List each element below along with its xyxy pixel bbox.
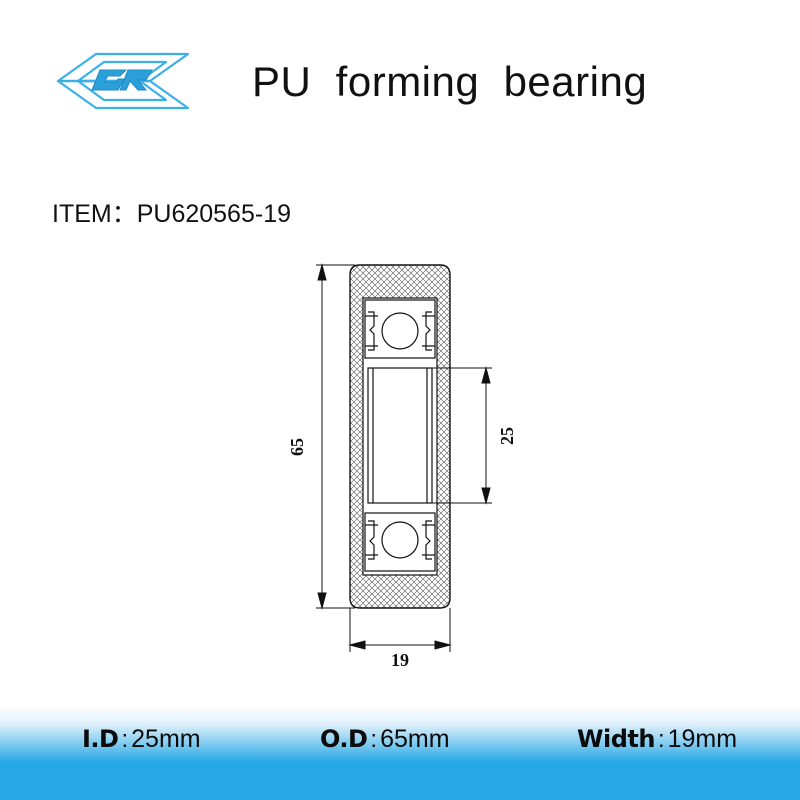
spec-width: Width : 19mm xyxy=(577,725,737,754)
pu-tyre xyxy=(349,264,451,609)
spec-width-label: Width xyxy=(577,725,655,753)
inner-race xyxy=(367,367,433,504)
spec-id: I.D : 25mm xyxy=(82,725,201,754)
spec-band-background xyxy=(0,705,800,800)
spec-width-separator: : xyxy=(657,726,665,753)
width-dimension xyxy=(348,608,452,652)
spec-od: O.D : 65mm xyxy=(320,725,450,754)
od-dimension xyxy=(316,263,355,610)
spec-od-separator: : xyxy=(370,726,378,753)
spec-band: I.D : 25mm O.D : 65mm Width : 19mm xyxy=(0,705,800,800)
id-dimension-label: 25 xyxy=(497,427,517,445)
lower-ball xyxy=(364,512,436,572)
width-dimension-label: 19 xyxy=(391,650,409,670)
gr-logo-icon xyxy=(56,52,190,110)
spec-id-separator: : xyxy=(121,726,129,753)
id-dimension xyxy=(432,366,492,505)
spec-id-value: 25mm xyxy=(131,725,201,753)
spec-id-label: I.D xyxy=(82,725,119,753)
spec-width-value: 19mm xyxy=(667,725,738,753)
spec-od-value: 65mm xyxy=(380,725,450,753)
od-dimension-label: 65 xyxy=(287,438,307,456)
spec-od-label: O.D xyxy=(320,725,368,753)
page-title: PU forming bearing xyxy=(252,58,648,105)
upper-ball xyxy=(364,299,436,359)
bearing-drawing: 65 25 19 xyxy=(287,263,517,670)
item-code: ITEM：PU620565-19 xyxy=(52,200,292,228)
